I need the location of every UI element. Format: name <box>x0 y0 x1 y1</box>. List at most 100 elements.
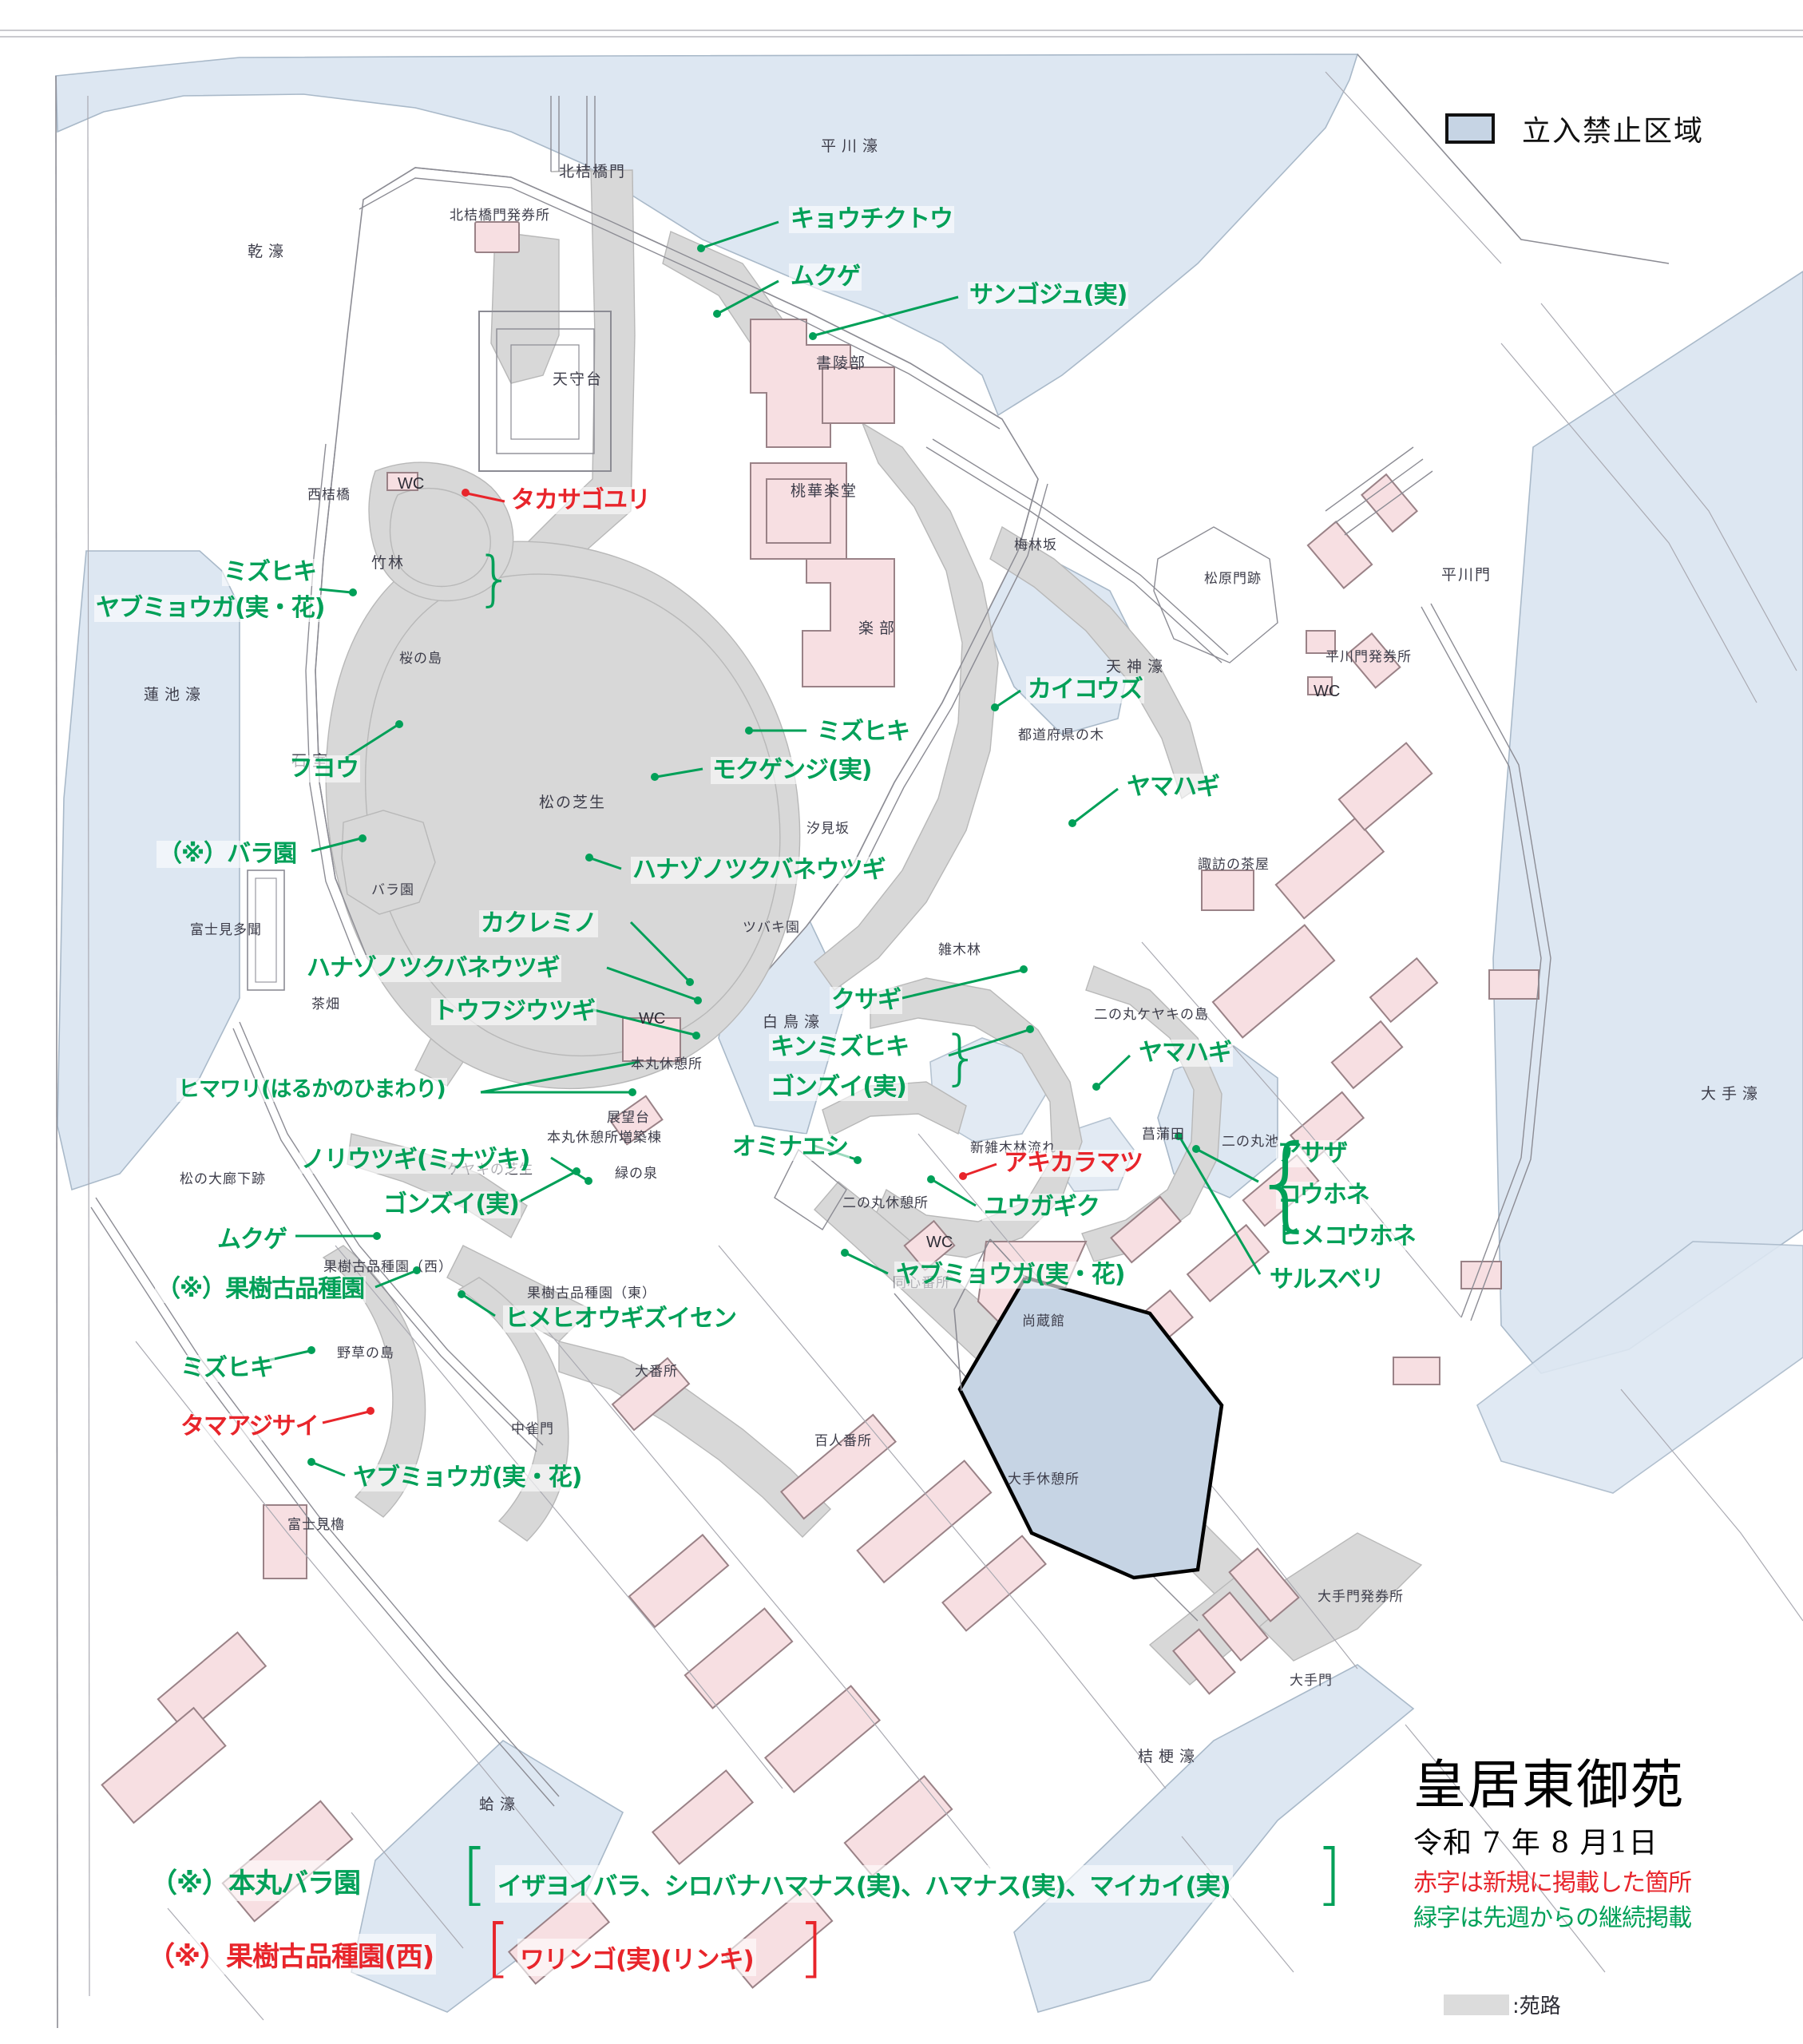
plant-label-kaju-kohinshu: （※）果樹古品種園 <box>155 1275 367 1303</box>
place-label: 桜の島 <box>399 651 442 667</box>
plant-label-tama-ajisai: タマアジサイ <box>179 1412 320 1440</box>
restricted-area-polygon <box>957 1275 1224 1580</box>
place-label: 果樹古品種園（東） <box>527 1285 656 1301</box>
title-block: 皇居東御苑 令和 7 年 8 月1日 赤字は新規に掲載した箇所 緑字は先週からの… <box>1413 1754 1789 1933</box>
plant-label-yamahagi-s: ヤマハギ <box>1137 1039 1233 1067</box>
place-label: 平川門発券所 <box>1326 649 1412 665</box>
plant-label-yuugagiku: ユウガギク <box>982 1193 1101 1221</box>
place-label: 諏訪の茶屋 <box>1198 857 1270 873</box>
plant-label-yabumyouga-east: ヤブミョウガ(実・花) <box>894 1261 1127 1289</box>
place-label: 展望台 <box>607 1110 650 1126</box>
place-label: 本丸休憩所増築棟 <box>547 1130 662 1146</box>
place-label: 書陵部 <box>816 355 867 372</box>
path-legend: :苑路 <box>1444 1990 1561 2019</box>
plant-label-yabumyouga-sw: ヤブミョウガ(実・花) <box>351 1464 584 1491</box>
place-label: 二の丸ケヤキの島 <box>1094 1007 1209 1023</box>
plant-label-sangoju: サンゴジュ(実) <box>968 281 1129 309</box>
plant-label-yamahagi-n: ヤマハギ <box>1125 773 1221 801</box>
plant-label-mukuge-west: ムクゲ <box>216 1226 288 1254</box>
plant-label-akikaramatsu: アキカラマツ <box>1002 1149 1144 1177</box>
plant-label-barazono: （※）バラ園 <box>157 840 299 868</box>
path-swatch <box>1444 1994 1509 2015</box>
plant-label-kyouchikutou: キョウチクトウ <box>789 205 954 233</box>
wc-marker: WC <box>1314 683 1341 700</box>
place-label: 菖蒲田 <box>1142 1127 1185 1143</box>
plant-label-himekouhone: ヒメコウホネ <box>1276 1222 1417 1250</box>
restricted-area-label: 立入禁止区域 <box>1522 115 1705 148</box>
place-label: ツバキ園 <box>743 920 800 936</box>
place-label: 梅林坂 <box>1014 537 1057 553</box>
note-1-bracket-close: ] <box>798 1911 824 1985</box>
plant-label-kinmizuhiki: キンミズヒキ <box>769 1033 911 1061</box>
path-legend-label: :苑路 <box>1512 1994 1561 2018</box>
plant-label-noriutsugi: ノリウツギ(ミナヅキ) <box>299 1146 532 1174</box>
place-label: 白鳥濠 <box>763 1013 826 1031</box>
place-label: 尚蔵館 <box>1022 1313 1065 1329</box>
plant-label-hanazono-2: ハナゾノツクバネウツギ <box>305 954 561 982</box>
place-label: 松の芝生 <box>539 794 607 811</box>
place-label: 平川濠 <box>821 137 884 155</box>
note-0-bracket-open: [ <box>462 1835 488 1913</box>
plant-label-mukuge-north: ムクゲ <box>789 263 862 291</box>
legend: 立入禁止区域 <box>1445 108 1704 149</box>
place-label: 乾濠 <box>248 243 290 260</box>
place-label: 天神濠 <box>1106 658 1169 675</box>
plant-label-takasagoyuri: タカサゴユリ <box>509 486 652 514</box>
plant-label-gonzui-west: ゴンズイ(実) <box>382 1190 521 1218</box>
place-label: 平川門 <box>1441 566 1492 584</box>
place-label: 雑木林 <box>938 942 981 958</box>
place-label: 楽部 <box>858 620 901 637</box>
plant-label-kakuremino: カクレミノ <box>479 909 598 937</box>
note-0-bracket-close: ] <box>1316 1835 1342 1913</box>
place-label: 茶畑 <box>311 996 340 1012</box>
wc-marker: WC <box>398 475 425 493</box>
plant-label-gonzui-center: ゴンズイ(実) <box>769 1073 908 1101</box>
note-1-label: （※）果樹古品種園(西) <box>145 1934 437 1975</box>
place-label: 中雀門 <box>511 1421 554 1437</box>
plant-label-hanazono-1: ハナゾノツクバネウツギ <box>631 856 887 884</box>
place-label: 緑の泉 <box>615 1166 658 1182</box>
plant-label-mizuhiki-sw: ミズヒキ <box>179 1354 275 1382</box>
plant-label-sarusuberi: サルスベリ <box>1268 1266 1385 1293</box>
plant-label-kaikouzu: カイコウズ <box>1026 675 1144 703</box>
bracket-center: } <box>942 1024 981 1092</box>
place-label: 大手濠 <box>1701 1085 1764 1103</box>
note-1-detail: ワリンゴ(実)(リンキ) <box>517 1939 756 1976</box>
plant-label-mokugenji: モクゲンジ(実) <box>711 756 874 784</box>
legend-note-continued: 緑字は先週からの継続掲載 <box>1413 1903 1692 1932</box>
plant-label-kusagi: クサギ <box>830 986 902 1014</box>
place-label: 野草の島 <box>337 1345 394 1361</box>
map-title: 皇居東御苑 <box>1413 1754 1685 1816</box>
place-label: 本丸休憩所 <box>631 1056 703 1072</box>
place-label: 桃華楽堂 <box>791 482 858 500</box>
place-label: 富士見多聞 <box>190 922 262 938</box>
place-label: 大手休憩所 <box>1008 1472 1080 1487</box>
place-label: 北桔橋門 <box>559 163 627 180</box>
place-label: 竹林 <box>371 554 406 572</box>
map-date: 令和 7 年 8 月1日 <box>1413 1826 1658 1860</box>
place-label: 北桔橋門発券所 <box>450 208 550 224</box>
place-label: 蛤濠 <box>479 1796 521 1813</box>
place-label: バラ園 <box>371 882 414 898</box>
place-label: 大番所 <box>635 1364 678 1380</box>
plant-label-fuyou: フヨウ <box>287 755 360 782</box>
note-0-detail: イザヨイバラ、シロバナハマナス(実)、ハマナス(実)、マイカイ(実) <box>495 1865 1233 1903</box>
place-label: 百人番所 <box>814 1433 872 1449</box>
wc-marker: WC <box>639 1010 666 1028</box>
place-label: 二の丸池 <box>1222 1134 1279 1150</box>
place-label: 都道府県の木 <box>1018 727 1104 743</box>
place-label: 桔梗濠 <box>1138 1748 1201 1765</box>
plant-label-yabumyouga-nw: ヤブミョウガ(実・花) <box>94 594 327 622</box>
bracket-nw: } <box>476 545 514 613</box>
bracket-pond: { <box>1250 1123 1322 1242</box>
place-label: 果樹古品種園（西） <box>323 1259 453 1275</box>
place-label: 天守台 <box>553 370 604 388</box>
plant-label-mizuhiki-center: ミズヒキ <box>815 718 911 746</box>
restricted-area-swatch <box>1445 113 1495 144</box>
note-1-bracket-open: [ <box>485 1911 511 1985</box>
place-label: 二の丸休憩所 <box>842 1195 929 1211</box>
place-label: 富士見櫓 <box>287 1517 345 1533</box>
wc-marker: WC <box>926 1234 953 1251</box>
